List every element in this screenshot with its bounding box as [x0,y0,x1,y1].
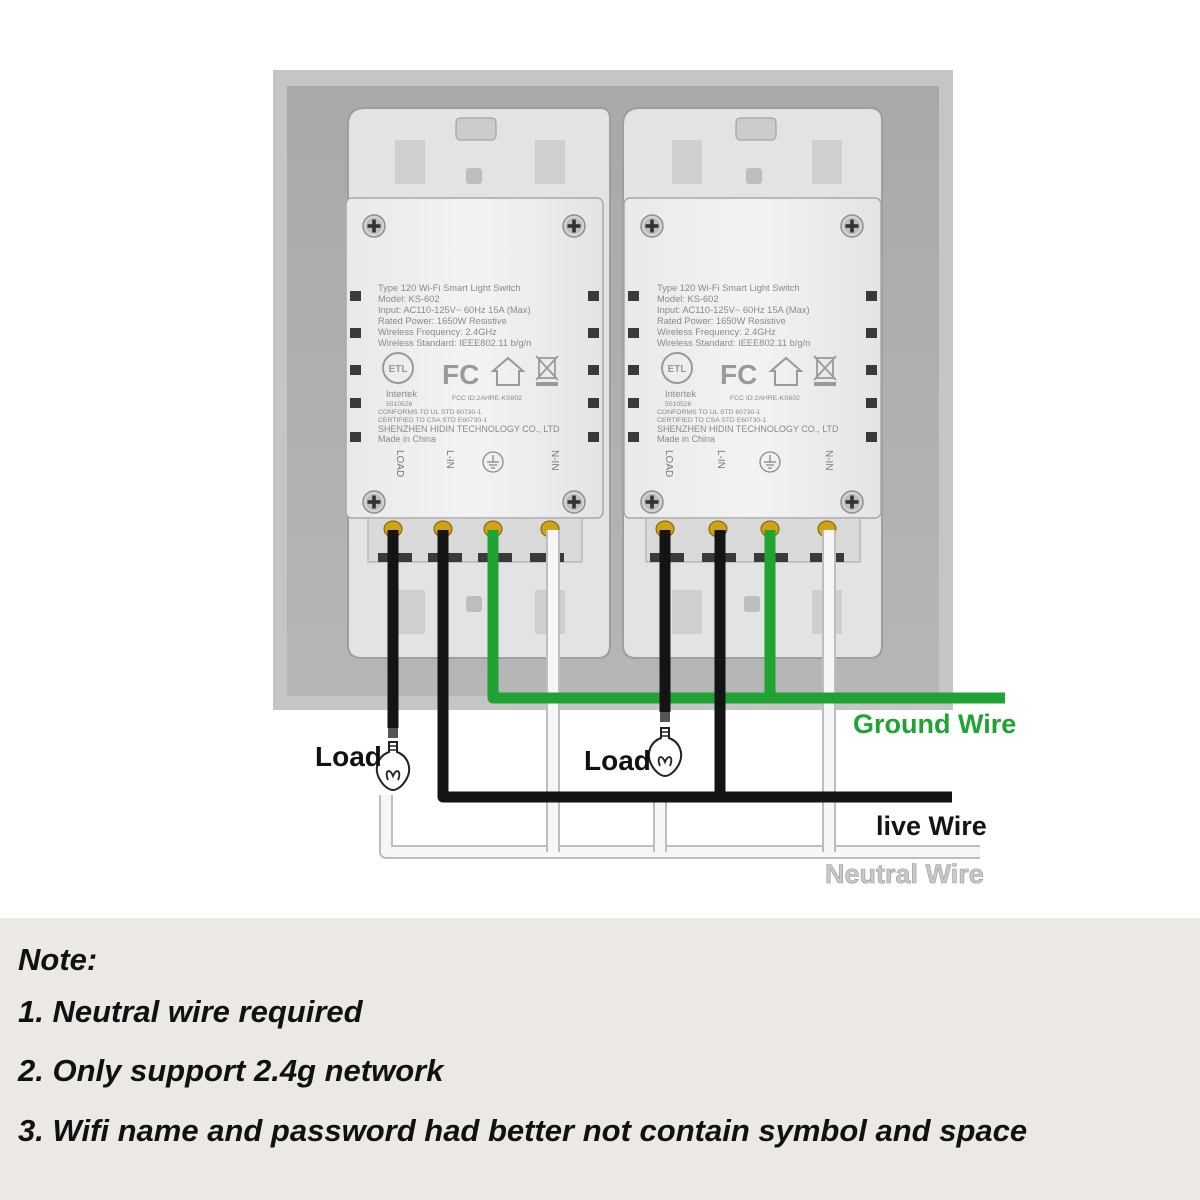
screw-icon [640,214,664,238]
switch-body-right [623,197,882,519]
terminal-label-load: LOAD [394,450,405,477]
live-wire [437,530,952,803]
etl-logo-icon: ETL [661,352,693,384]
neutral-wire-label: Neutral Wire [825,859,984,889]
spec-model: Model: KS-602 [378,294,440,304]
terminal-label-load: LOAD [663,450,674,477]
conformity-ul: CONFORMS TO UL STD 60730-1 [378,409,482,416]
note-item-3: 3. Wifi name and password had better not… [18,1113,1028,1148]
fcc-id: FCC ID:2AHRE-KS602 [452,395,522,402]
screw-icon [840,214,864,238]
screw-icon [362,490,386,514]
terminal-label-l-in: L-IN [444,450,455,469]
load-wire-left [387,530,399,738]
manufacturer: SHENZHEN HIDIN TECHNOLOGY CO., LTD [378,424,560,434]
spec-title: Type 120 Wi-Fi Smart Light Switch [378,283,521,293]
conformity-ul: CONFORMS TO UL STD 60730-1 [657,409,761,416]
conformity-csa: CERTIFIED TO CSA STD E60730-1 [378,417,487,424]
origin: Made in China [378,434,436,444]
terminal-label-n-in: N-IN [823,450,834,471]
etl-logo-icon: ETL [382,352,414,384]
note-item-1: 1. Neutral wire required [18,994,363,1029]
spec-input: Input: AC110-125V~ 60Hz 15A (Max) [378,305,531,315]
screw-icon [562,214,586,238]
note-item-2: 2. Only support 2.4g network [18,1053,444,1088]
ground-wire [487,530,1005,704]
spec-input: Input: AC110-125V~ 60Hz 15A (Max) [657,305,810,315]
wiring-diagram: Type 120 Wi-Fi Smart Light Switch Model:… [273,70,1016,889]
switch-module-left: Type 120 Wi-Fi Smart Light Switch Model:… [345,107,611,659]
intertek-mark: Intertek [665,389,696,399]
spec-standard: Wireless Standard: IEEE802.11 b/g/n [378,338,531,348]
notes-panel: Note: 1. Neutral wire required 2. Only s… [0,918,1200,1200]
origin: Made in China [657,434,715,444]
screw-icon [640,490,664,514]
spec-power: Rated Power: 1650W Resistive [378,316,507,326]
spec-standard: Wireless Standard: IEEE802.11 b/g/n [657,338,810,348]
intertek-number: 5010526 [386,401,413,408]
switch-module-right: Type 120 Wi-Fi Smart Light Switch Model:… [622,107,883,659]
svg-text:ETL: ETL [668,364,687,375]
live-wire-label: live Wire [876,811,987,841]
fcc-id: FCC ID:2AHRE-KS602 [730,395,800,402]
screw-icon [562,490,586,514]
spec-frequency: Wireless Frequency: 2.4GHz [378,327,497,337]
spec-power: Rated Power: 1650W Resistive [657,316,786,326]
terminal-label-n-in: N-IN [549,450,560,471]
fc-logo-icon: FC [720,359,757,390]
spec-model: Model: KS-602 [657,294,719,304]
switch-body-left [345,197,604,519]
intertek-number: 5010526 [665,401,692,408]
screw-icon [362,214,386,238]
svg-text:ETL: ETL [389,364,408,375]
screw-icon [840,490,864,514]
terminal-label-l-in: L-IN [715,450,726,469]
fc-logo-icon: FC [442,359,479,390]
light-bulb-icon [647,727,683,777]
notes-title: Note: [18,942,98,977]
spec-title: Type 120 Wi-Fi Smart Light Switch [657,283,800,293]
load-label-right: Load [584,745,651,776]
conformity-csa: CERTIFIED TO CSA STD E60730-1 [657,417,766,424]
manufacturer: SHENZHEN HIDIN TECHNOLOGY CO., LTD [657,424,839,434]
load-wire-right [659,530,671,722]
load-label-left: Load [315,741,382,772]
spec-frequency: Wireless Frequency: 2.4GHz [657,327,776,337]
ground-wire-label: Ground Wire [853,709,1016,739]
intertek-mark: Intertek [386,389,417,399]
